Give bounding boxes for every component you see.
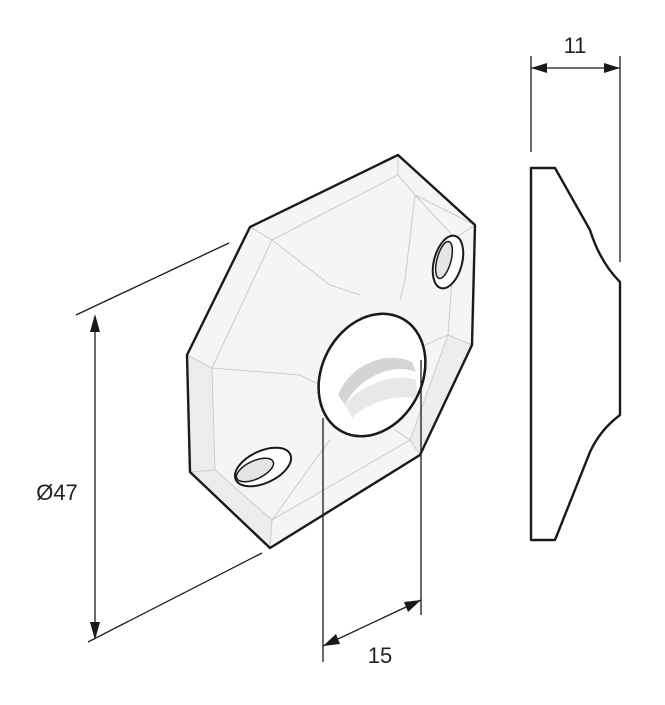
plate-lower-bevel	[187, 355, 272, 548]
center-bore	[317, 312, 427, 438]
dimension-thickness: 11	[530, 33, 621, 262]
dimension-diameter-label: Ø47	[36, 480, 78, 505]
plate-outline	[185, 153, 477, 550]
plate-right-bevel	[410, 335, 472, 455]
mounting-hole-lower	[233, 446, 293, 488]
plate-side-profile	[529, 166, 622, 542]
dimension-bore: 15	[322, 360, 422, 668]
plate-isometric-view	[185, 153, 477, 550]
plate-facets	[186, 155, 476, 549]
dimension-bore-label: 15	[368, 643, 392, 668]
dimension-thickness-label: 11	[564, 33, 587, 58]
mounting-hole-upper	[431, 234, 465, 290]
side-profile-outline	[529, 166, 622, 542]
dimension-diameter: Ø47	[36, 242, 263, 643]
